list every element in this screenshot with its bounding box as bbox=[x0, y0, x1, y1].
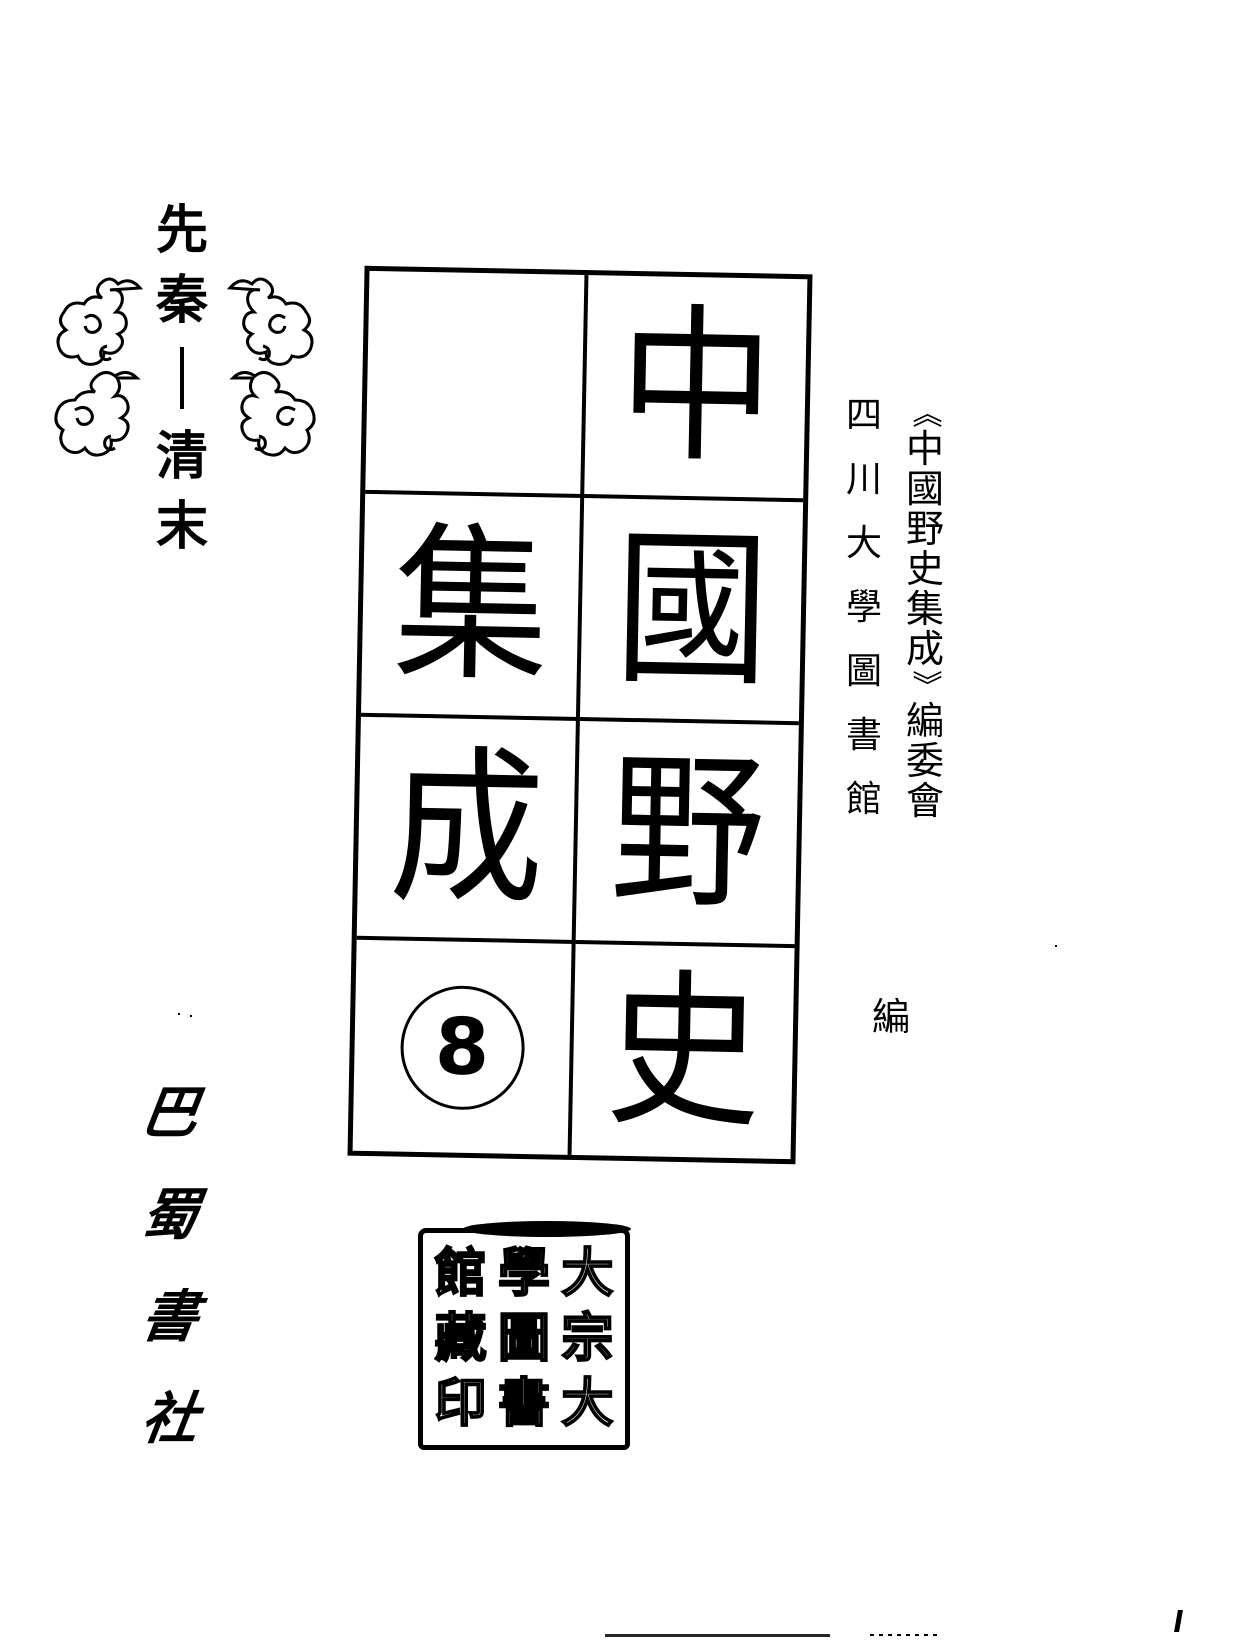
title-char: 國 bbox=[612, 510, 771, 710]
publisher-char: 書 bbox=[137, 1284, 203, 1350]
seal-char: 學 bbox=[497, 1243, 551, 1304]
seal-char: 館 bbox=[434, 1243, 488, 1304]
library-char: 學 bbox=[845, 587, 882, 628]
cloud-ornament-icon bbox=[54, 277, 144, 457]
volume-number: 8 bbox=[434, 1001, 491, 1093]
close-bracket: 》 bbox=[908, 670, 943, 700]
era-char: 清 bbox=[155, 427, 208, 487]
title-char: 成 bbox=[387, 728, 546, 928]
cloud-ornament-icon bbox=[226, 277, 316, 457]
scan-speck bbox=[178, 1013, 180, 1015]
library-char: 書 bbox=[845, 715, 882, 756]
title-cell-empty bbox=[365, 270, 589, 499]
scan-speck bbox=[1055, 945, 1057, 947]
era-char: 秦 bbox=[155, 271, 208, 331]
committee-char: 會 bbox=[905, 779, 944, 823]
committee-char: 史 bbox=[905, 547, 944, 591]
seal-char: 宗 bbox=[560, 1308, 614, 1369]
publisher: 巴 蜀 書 社 bbox=[130, 1080, 210, 1493]
committee-char: 中 bbox=[905, 427, 944, 471]
era-label: 先 秦 清 末 bbox=[150, 205, 214, 571]
publisher-char: 巴 bbox=[137, 1080, 203, 1146]
committee-char: 編 bbox=[905, 699, 944, 743]
editor-library: 四 川 大 學 圖 書 館 bbox=[840, 398, 888, 846]
scan-edge-line bbox=[870, 1634, 940, 1636]
volume-cell: 8 bbox=[352, 939, 576, 1155]
committee-char: 國 bbox=[905, 467, 944, 511]
title-cell: 中 bbox=[584, 275, 808, 503]
volume-circle-badge: 8 bbox=[398, 984, 526, 1111]
seal-char: 藏 bbox=[434, 1308, 488, 1369]
title-char: 集 bbox=[391, 505, 550, 705]
title-cell: 國 bbox=[579, 498, 804, 726]
era-char: 末 bbox=[155, 497, 208, 557]
seal-char: 書 bbox=[497, 1374, 551, 1435]
committee-char: 野 bbox=[905, 507, 944, 551]
library-char: 圖 bbox=[845, 651, 882, 692]
era-separator bbox=[180, 347, 184, 409]
scan-speck bbox=[190, 1015, 192, 1017]
seal-char: 大 bbox=[560, 1374, 614, 1435]
seal-char: 大 bbox=[560, 1243, 614, 1304]
title-cell: 史 bbox=[572, 944, 795, 1159]
library-char: 大 bbox=[845, 523, 882, 564]
library-seal-stamp: 館 學 大 藏 圖 宗 印 書 大 bbox=[418, 1221, 631, 1450]
committee-char: 成 bbox=[905, 627, 944, 671]
title-cell: 集 bbox=[360, 493, 585, 721]
title-char: 野 bbox=[608, 733, 767, 933]
title-cell: 野 bbox=[575, 720, 799, 949]
seal-char: 印 bbox=[434, 1374, 488, 1435]
publisher-char: 蜀 bbox=[137, 1182, 203, 1248]
committee-char: 委 bbox=[905, 739, 944, 783]
committee-char: 集 bbox=[905, 587, 944, 631]
open-bracket: 《 bbox=[908, 398, 943, 428]
seal-char: 圖 bbox=[497, 1308, 551, 1369]
title-char: 中 bbox=[616, 287, 775, 487]
publisher-char: 社 bbox=[137, 1386, 203, 1452]
scan-mark bbox=[1174, 1610, 1183, 1632]
scan-edge-line bbox=[605, 1634, 830, 1637]
title-cell: 成 bbox=[356, 716, 580, 944]
library-char: 館 bbox=[845, 779, 882, 820]
library-char: 川 bbox=[845, 459, 882, 500]
title-char: 史 bbox=[603, 952, 763, 1152]
editor-role-char: 編 bbox=[871, 995, 910, 1039]
era-char: 先 bbox=[155, 201, 208, 261]
library-char: 四 bbox=[845, 395, 882, 436]
title-grid: 中 集 國 成 野 8 史 bbox=[347, 265, 813, 1165]
editor-committee: 《 中 國 野 史 集 成 》 編 委 會 bbox=[900, 398, 950, 822]
editor-role: 編 bbox=[868, 998, 914, 1036]
